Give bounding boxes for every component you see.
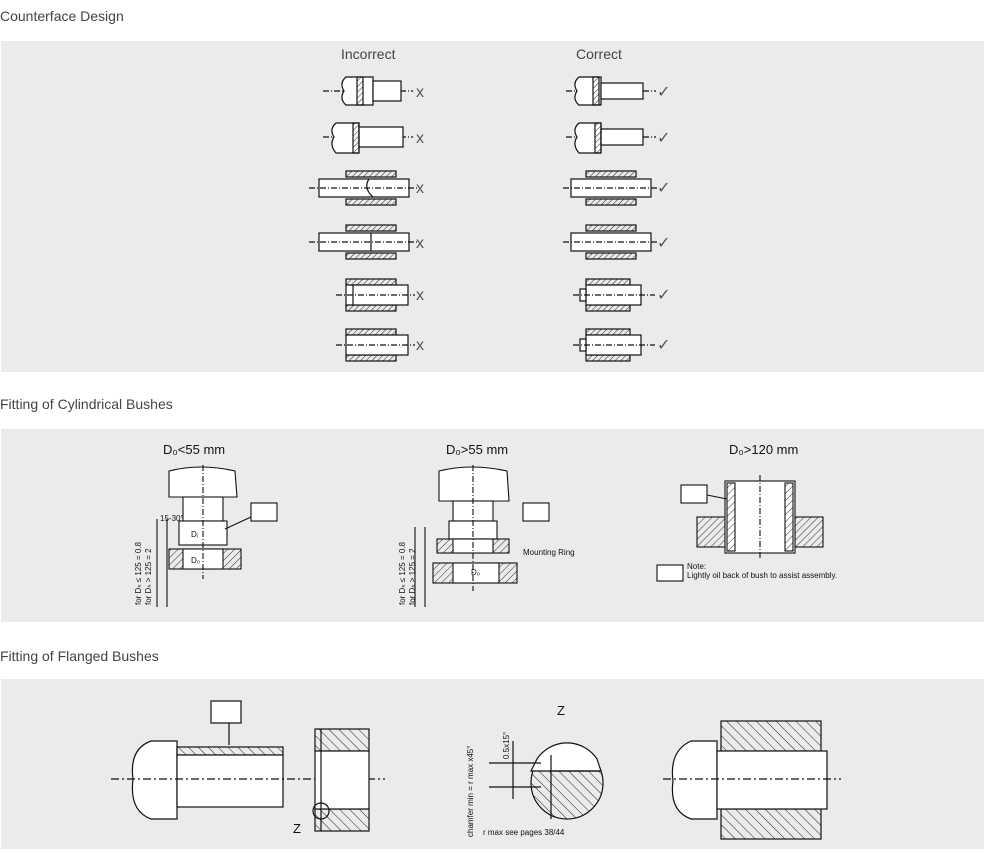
cylindrical-diagram: D₀<55 mm 15-30° Dᵢ D₀ for Dₕ ≤ 125 = 0.8…	[134, 442, 837, 607]
case1-angle: 15-30°	[160, 514, 184, 523]
counterface-row2-correct	[566, 122, 656, 154]
section-title-counterface: Counterface Design	[0, 8, 124, 24]
case2-do: D₀	[471, 568, 480, 577]
check-icon-6: ✓	[657, 337, 670, 354]
case1-di: Dᵢ	[191, 530, 198, 539]
check-icon-3: ✓	[657, 180, 670, 197]
wrong-mark-1: x	[416, 84, 424, 101]
detail-z	[489, 741, 604, 820]
case2-ratio-note-1: for Dₕ ≤ 125 = 0.8	[398, 541, 407, 605]
flanged-diagram: Z Z 0.5x15° chamfer min = r max x45° r m…	[111, 700, 841, 840]
check-icon-5: ✓	[657, 287, 670, 304]
counterface-row5-correct	[573, 278, 655, 312]
flanged-left-housing	[312, 728, 370, 832]
flanged-panel: Z Z 0.5x15° chamfer min = r max x45° r m…	[1, 679, 984, 849]
section-title-flanged: Fitting of Flanged Bushes	[0, 648, 159, 664]
case2-drawing	[414, 465, 550, 607]
correct-heading: Correct	[576, 46, 622, 62]
check-icon-4: ✓	[657, 235, 670, 252]
counterface-panel: Incorrect Correct	[1, 41, 984, 372]
check-icon-2: ✓	[657, 130, 670, 147]
counterface-row4-incorrect	[309, 224, 417, 260]
note-title: Note:	[687, 562, 706, 571]
counterface-row2-incorrect	[323, 122, 413, 154]
case1-title: D₀<55 mm	[163, 442, 225, 457]
wrong-mark-5: x	[416, 287, 424, 304]
counterface-row1-incorrect	[323, 76, 413, 106]
case1-ratio-note-1: for Dₕ ≤ 125 = 0.8	[134, 541, 143, 605]
incorrect-heading: Incorrect	[341, 46, 396, 62]
chamfer-note: chamfer min = r max x45°	[466, 746, 475, 837]
case3-title: D₀>120 mm	[729, 442, 798, 457]
z-label-detail: Z	[557, 703, 565, 718]
case2-ratio-note-2: for Dₕ > 125 = 2	[408, 548, 417, 605]
z-label-left: Z	[293, 821, 301, 836]
counterface-row3-correct	[563, 170, 657, 206]
counterface-row6-incorrect	[336, 328, 415, 362]
wrong-mark-4: x	[416, 235, 424, 252]
counterface-row1-correct	[566, 76, 656, 106]
check-icon-1: ✓	[657, 84, 670, 101]
wrong-mark-6: x	[416, 337, 424, 354]
case1-do: D₀	[191, 556, 200, 565]
counterface-row5-incorrect	[336, 278, 415, 312]
case2-title: D₀>55 mm	[446, 442, 508, 457]
wrong-mark-3: x	[416, 180, 424, 197]
counterface-row4-correct	[563, 224, 657, 260]
case1-drawing	[156, 465, 278, 607]
section-title-cylindrical: Fitting of Cylindrical Bushes	[0, 396, 173, 412]
counterface-diagram: Incorrect Correct	[309, 46, 670, 362]
chamfer-dim: 0.5x15°	[502, 732, 511, 759]
case3-drawing	[656, 475, 824, 582]
wrong-mark-2: x	[416, 130, 424, 147]
note-text: Lightly oil back of bush to assist assem…	[687, 571, 837, 580]
flanged-left-shaft	[111, 700, 385, 820]
case1-ratio-note-2: for Dₕ > 125 = 2	[144, 548, 153, 605]
flanged-right-assembly	[663, 720, 841, 840]
counterface-row3-incorrect	[309, 170, 417, 206]
counterface-row6-correct	[573, 328, 655, 362]
mounting-ring-label: Mounting Ring	[523, 548, 575, 557]
radius-note: r max see pages 38/44	[483, 828, 565, 837]
cylindrical-panel: D₀<55 mm 15-30° Dᵢ D₀ for Dₕ ≤ 125 = 0.8…	[1, 429, 984, 622]
